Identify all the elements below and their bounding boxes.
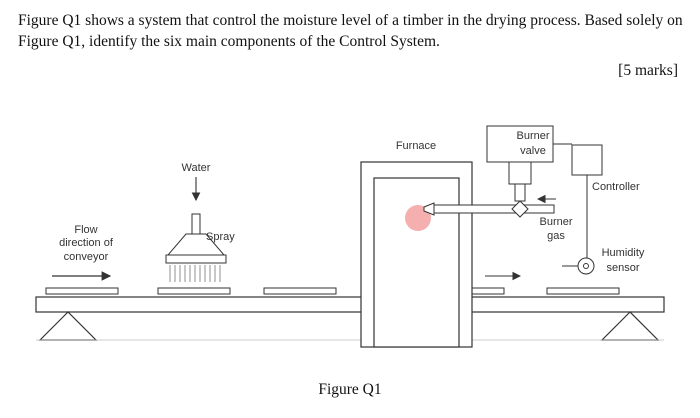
spray-label: Spray bbox=[206, 231, 235, 243]
gas-pipe bbox=[433, 204, 517, 214]
burner-valve-label-line2: valve bbox=[520, 145, 546, 157]
flow-label-line3: conveyor bbox=[64, 251, 109, 263]
spray-head bbox=[165, 254, 227, 264]
humidity-label-line1: Humidity bbox=[602, 247, 645, 259]
question-text: Figure Q1 shows a system that control th… bbox=[18, 12, 683, 50]
humidity-sensor-center bbox=[583, 263, 589, 269]
conveyor-base bbox=[35, 296, 665, 313]
burner-gas-label-line1: Burner bbox=[539, 216, 572, 228]
humidity-label-line2: sensor bbox=[606, 262, 639, 274]
valve-body bbox=[511, 200, 529, 218]
flow-label-line2: direction of bbox=[59, 237, 114, 249]
left-support bbox=[38, 311, 98, 341]
spray-pipe bbox=[191, 213, 201, 235]
timber-piece bbox=[263, 287, 337, 295]
right-support bbox=[600, 311, 660, 341]
controller-label: Controller bbox=[592, 181, 640, 193]
water-label: Water bbox=[182, 162, 211, 174]
furnace-inner bbox=[373, 177, 460, 348]
timber-piece bbox=[45, 287, 119, 295]
flow-label-line1: Flow bbox=[74, 224, 97, 236]
spray-droplets bbox=[169, 265, 221, 282]
valve-stem bbox=[514, 183, 526, 202]
controller-box bbox=[571, 144, 603, 176]
furnace-label: Furnace bbox=[396, 140, 436, 152]
burner-gas-label-line2: gas bbox=[547, 230, 565, 242]
timber-piece bbox=[157, 287, 231, 295]
marks-label: [5 marks] bbox=[618, 62, 678, 79]
valve-actuator bbox=[508, 159, 532, 185]
figure-caption: Figure Q1 bbox=[318, 381, 382, 398]
burner-valve-box bbox=[486, 125, 554, 163]
burner-nozzle bbox=[423, 202, 435, 216]
timber-piece bbox=[546, 287, 620, 295]
burner-valve-label-line1: Burner bbox=[516, 130, 549, 142]
